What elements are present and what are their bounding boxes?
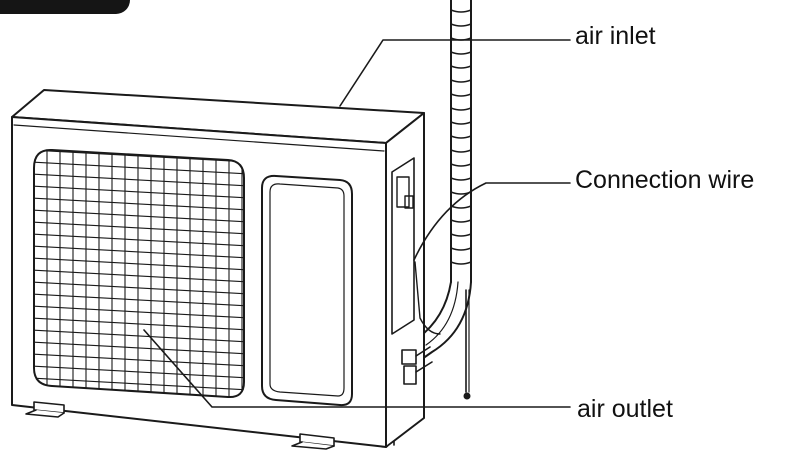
- grille-horizontal-bar: [34, 233, 244, 247]
- corner-tab: [0, 0, 130, 14]
- leader-connection-wire: [413, 182, 571, 261]
- leader-air-inlet: [339, 39, 571, 107]
- grille-horizontal-bar: [34, 161, 244, 175]
- leader-air-outlet: [143, 329, 571, 408]
- grille-horizontal-bar: [34, 317, 244, 331]
- grille-horizontal-bar: [34, 197, 244, 211]
- service-valves: [401, 346, 433, 385]
- grille-horizontal-bar: [34, 269, 244, 283]
- grille-horizontal-bar: [34, 377, 244, 391]
- grille-horizontal-bar: [34, 245, 244, 259]
- grille-horizontal-bar: [34, 341, 244, 355]
- grille-horizontal-bar: [34, 353, 244, 367]
- grille-horizontal-bar: [34, 281, 244, 295]
- grille-horizontal-bar: [34, 185, 244, 199]
- grille-horizontal-bar: [34, 293, 244, 307]
- label-air-inlet: air inlet: [575, 22, 656, 50]
- service-panel: [391, 157, 415, 335]
- leader-connection-wire-inner: [414, 261, 441, 335]
- grille-horizontal-bar: [34, 305, 244, 319]
- side-vent-panel: [261, 174, 353, 407]
- grille-horizontal-bar: [34, 329, 244, 343]
- grille-horizontal-bar: [34, 221, 244, 235]
- grille-horizontal-bar: [34, 257, 244, 271]
- grille-horizontal-bar: [34, 365, 244, 379]
- label-connection-wire: Connection wire: [575, 166, 755, 194]
- grille-horizontal-bar: [34, 209, 244, 223]
- grille-horizontal-bar: [34, 173, 244, 187]
- pipe-bundle: [401, 0, 472, 400]
- grille-horizontal-bar: [34, 149, 244, 163]
- mounting-feet: [25, 401, 395, 450]
- label-air-outlet: air outlet: [577, 395, 673, 423]
